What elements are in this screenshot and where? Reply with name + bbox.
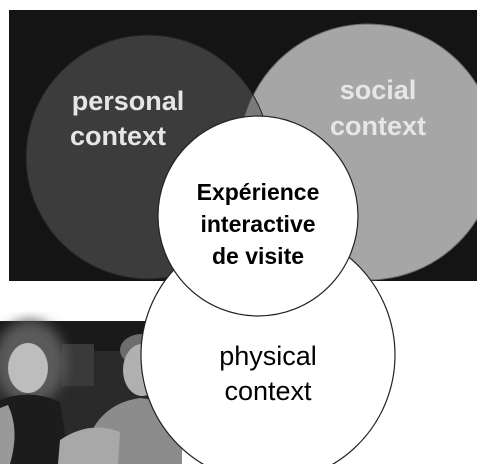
center-label-line1: Expérience xyxy=(197,179,320,205)
center-label-line2: interactive xyxy=(200,211,315,237)
center-label-line3: de visite xyxy=(212,243,304,269)
physical-context-label-line1: physical xyxy=(219,341,317,371)
social-context-label-line2: context xyxy=(330,111,426,141)
physical-context-label-line2: context xyxy=(224,376,312,406)
center-circle xyxy=(157,115,359,317)
personal-context-label-line1: personal xyxy=(72,86,185,116)
personal-context-label-line2: context xyxy=(70,121,166,151)
social-context-label-line1: social xyxy=(340,75,417,105)
